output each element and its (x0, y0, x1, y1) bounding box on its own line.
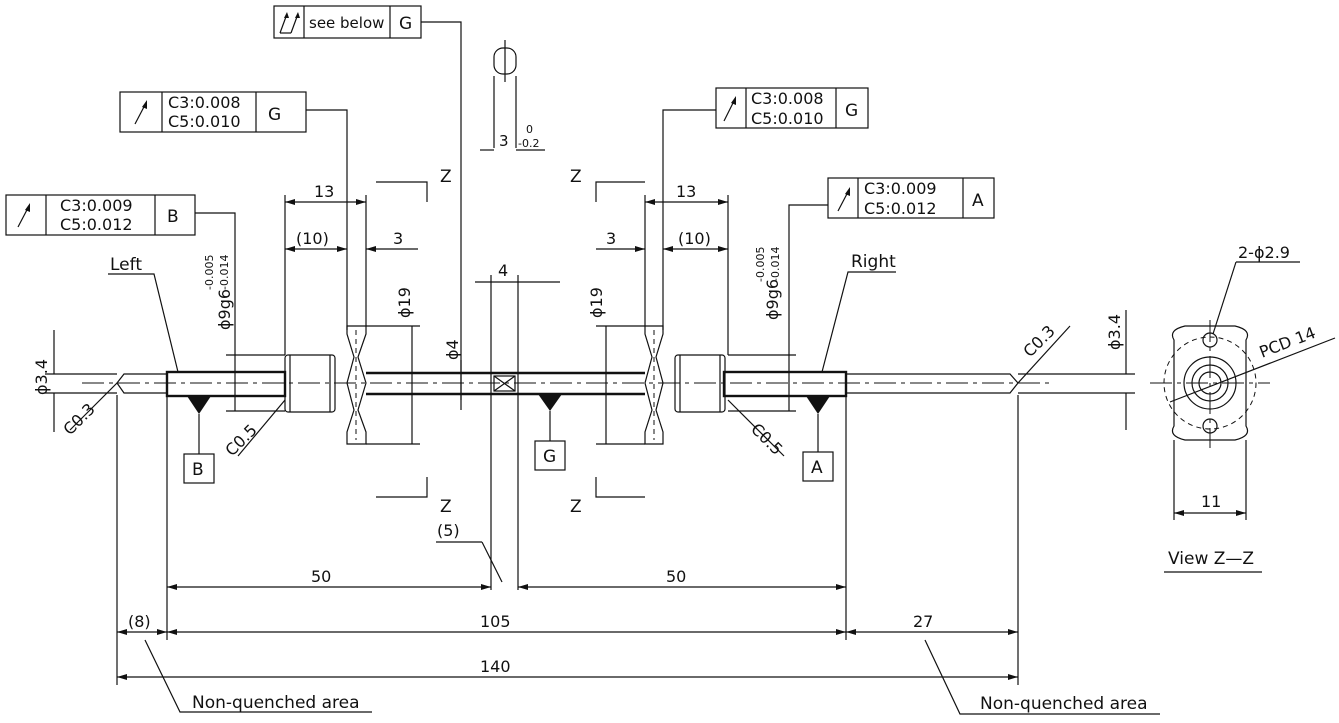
datum-a-label: A (811, 458, 823, 478)
non-quenched-callouts: Non-quenched area Non-quenched area (144, 639, 1160, 715)
dims-right-upper: 13 (10) 3 ϕ19 (587, 182, 729, 445)
datum-ref: G (845, 101, 858, 121)
dims-center: ϕ4 4 (5) (436, 261, 560, 590)
runout-arrow-icon (723, 96, 736, 122)
tolerance-frame-left-b: C3:0.009 C5:0.012 B (5, 194, 236, 355)
dim-10-right: (10) (678, 229, 711, 248)
tol-c3: C3:0.009 (60, 196, 133, 215)
label-right: Right (851, 252, 896, 272)
tol-c3: C3:0.008 (751, 89, 824, 108)
datum-ref: G (268, 105, 281, 125)
dim-phi9-left: ϕ9g6 (215, 289, 234, 330)
datum-g-label: G (543, 447, 556, 467)
datum-ref: A (972, 191, 984, 211)
dim-c03-right: C0.3 (1019, 321, 1058, 360)
datum-g-marker: G (534, 394, 566, 471)
label-non-quenched-right: Non-quenched area (980, 694, 1148, 714)
dim-105: 105 (480, 612, 511, 631)
dims-left-upper: 13 (10) 3 ϕ19 (284, 182, 420, 445)
z-label: Z (570, 167, 582, 187)
section-z-markers: Z Z Z Z (376, 167, 645, 517)
dim-tol: -0.014 (769, 247, 782, 282)
tol-c5: C5:0.012 (60, 215, 133, 234)
tolerance-frame-right-a: C3:0.009 C5:0.012 A (788, 177, 995, 355)
top-slot-detail: 3 0 -0.2 (480, 40, 545, 151)
tol-c5: C5:0.012 (864, 199, 937, 218)
dim-c03-left: C0.3 (59, 399, 98, 438)
dim-8: (8) (128, 612, 151, 631)
dims-phi9: ϕ9g6 -0.005 -0.014 ϕ9g6 -0.005 -0.014 (203, 247, 796, 412)
tolerance-frame-right-g: C3:0.008 C5:0.010 G (662, 87, 869, 330)
datum-b-marker: B (183, 396, 215, 484)
dim-3-top: 3 (499, 132, 509, 150)
see-below-text: see below (309, 14, 384, 32)
datum-b-label: B (192, 460, 204, 480)
label-non-quenched-left: Non-quenched area (192, 693, 360, 713)
dim-phi34-left: ϕ3.4 (32, 359, 51, 395)
end-labels: Left Right (108, 252, 896, 373)
dim-phi34-right: ϕ3.4 (1105, 314, 1124, 350)
tol-c3: C3:0.009 (864, 179, 937, 198)
view-z-z: 2-ϕ2.9 PCD 14 11 View Z—Z (1150, 243, 1336, 573)
tol-c3: C3:0.008 (168, 93, 241, 112)
dim-13-left: 13 (314, 182, 334, 201)
dim-tol: -0.005 (754, 247, 767, 282)
dims-lower: 50 50 (8) 105 27 140 (116, 199, 1019, 685)
dim-10-left: (10) (296, 229, 329, 248)
dim-140: 140 (480, 657, 511, 676)
dim-tol: -0.014 (218, 255, 231, 290)
tol-c5: C5:0.010 (168, 112, 241, 131)
dim-50-right: 50 (666, 567, 686, 586)
total-runout-icon (279, 12, 300, 34)
dim-11: 11 (1201, 492, 1221, 511)
dim-tol: 0 (526, 123, 533, 136)
tolerance-frame-top: see below G (273, 5, 462, 400)
z-label: Z (570, 497, 582, 517)
dim-phi19-left: ϕ19 (395, 287, 414, 318)
datum-ref: B (167, 207, 179, 227)
dim-50-left: 50 (311, 567, 331, 586)
label-left: Left (110, 255, 142, 275)
datum-a-marker: A (802, 396, 834, 482)
dim-tol: -0.005 (203, 255, 216, 290)
runout-arrow-icon (837, 187, 850, 212)
chamfer-callouts: C0.3 C0.3 C0.5 C0.5 (59, 321, 1071, 460)
tol-c5: C5:0.010 (751, 109, 824, 128)
tolerance-frame-left-g: C3:0.008 C5:0.010 G (119, 91, 348, 330)
z-label: Z (440, 497, 452, 517)
dim-5: (5) (437, 521, 460, 540)
dim-27: 27 (913, 612, 933, 631)
dim-4: 4 (498, 261, 508, 280)
dim-phi9-right: ϕ9g6 (763, 279, 782, 320)
dim-phi4: ϕ4 (443, 339, 462, 360)
dim-13-right: 13 (676, 182, 696, 201)
dim-tol: -0.2 (518, 137, 539, 150)
dim-c05-left: C0.5 (221, 420, 260, 459)
label-view-zz: View Z—Z (1168, 549, 1254, 569)
shaft (82, 325, 1050, 445)
label-holes: 2-ϕ2.9 (1238, 243, 1290, 262)
runout-arrow-icon (134, 100, 147, 125)
dim-phi19-right: ϕ19 (587, 287, 606, 318)
runout-arrow-icon (17, 203, 30, 228)
datum-g-top: G (399, 14, 412, 34)
dim-3-right: 3 (606, 229, 616, 248)
dims-phi34: ϕ3.4 ϕ3.4 (32, 310, 1135, 432)
z-label: Z (440, 167, 452, 187)
dim-3-left: 3 (393, 229, 403, 248)
